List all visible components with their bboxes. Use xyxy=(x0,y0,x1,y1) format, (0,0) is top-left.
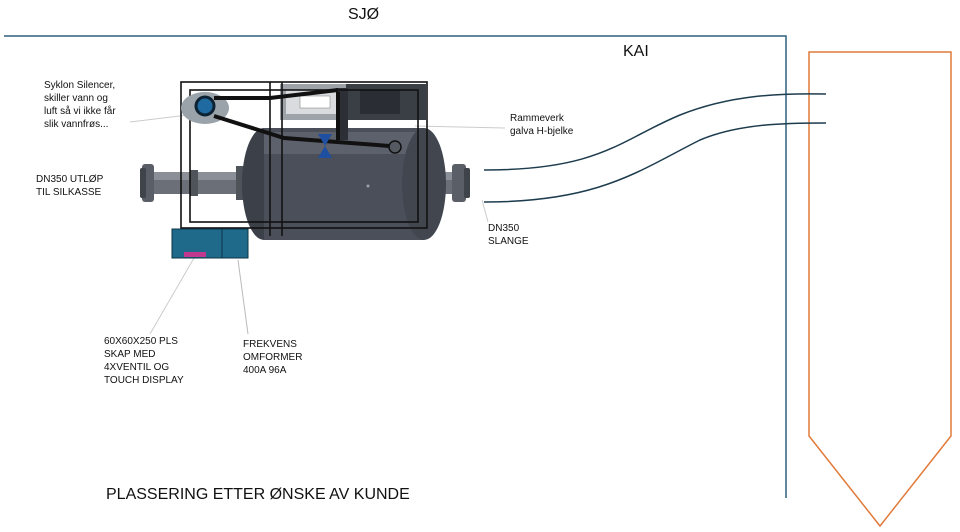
vessel-outline xyxy=(808,51,952,528)
leader-hose xyxy=(481,199,489,223)
outlet-pipe xyxy=(140,164,260,202)
leader-vfd xyxy=(237,259,249,335)
cyclone-label: Syklon Silencer, skiller vann og luft så… xyxy=(44,80,116,130)
hose-lower xyxy=(483,122,827,203)
frame xyxy=(180,81,428,236)
frequency-converter xyxy=(221,228,249,259)
silencer-tank xyxy=(242,128,446,240)
placement-note: PLASSERING ETTER ØNSKE AV KUNDE xyxy=(106,486,410,503)
plc-cabinet-label: 60X60X250 PLS SKAP MED 4XVENTIL OG TOUCH… xyxy=(104,336,184,386)
plc-touch-display xyxy=(184,252,206,257)
electrical-cabinets xyxy=(171,228,249,259)
cyclone-pipes xyxy=(213,88,391,148)
quay-label: KAI xyxy=(623,43,649,60)
frame-label: Rammeverk galva H-bjelke xyxy=(510,113,574,137)
leader-plc xyxy=(149,257,195,335)
hose-label: DN350 SLANGE xyxy=(488,223,529,247)
outlet-label: DN350 UTLØP TIL SILKASSE xyxy=(36,174,104,198)
leader-frame xyxy=(414,125,506,129)
vfd-label: FREKVENS OMFORMER 400A 96A xyxy=(243,339,303,376)
hose-upper xyxy=(483,93,827,171)
sea-label: SJØ xyxy=(348,6,380,23)
valve xyxy=(318,134,402,158)
quay-edge-line xyxy=(4,35,787,498)
